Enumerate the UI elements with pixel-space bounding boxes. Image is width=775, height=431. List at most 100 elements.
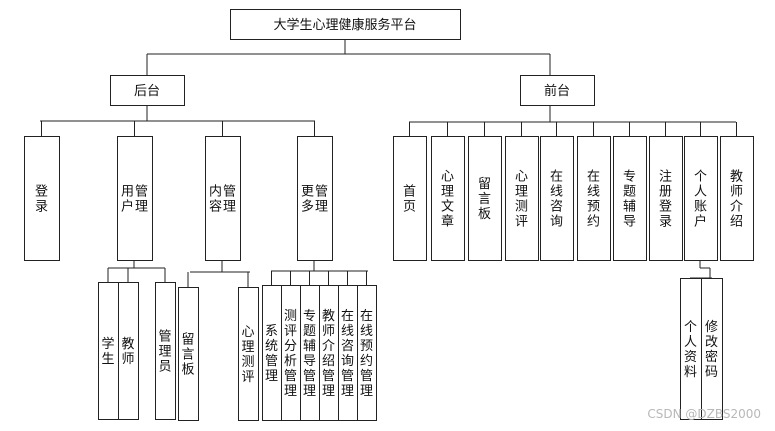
- label-char: 管: [315, 185, 328, 200]
- label-char: 介: [730, 200, 743, 215]
- more-mgmt-child-5: [357, 285, 377, 421]
- backend-node-3: [297, 136, 333, 261]
- backend-label-0: 登录: [35, 185, 48, 215]
- label-char: 容: [209, 199, 222, 215]
- label-char: 理: [135, 200, 148, 215]
- label-char: 账: [694, 200, 707, 215]
- frontend-node-5: [577, 136, 611, 261]
- label-char: 专: [623, 170, 636, 185]
- label-char: 统: [265, 339, 278, 354]
- label-char: 料: [684, 365, 697, 380]
- label-char: 户: [694, 214, 707, 230]
- label-char: 管: [223, 185, 236, 200]
- label-char: 师: [730, 185, 743, 200]
- label-char: 理: [515, 185, 528, 200]
- label-char: 注: [659, 170, 672, 185]
- label-char: 密: [705, 349, 718, 365]
- label-char: 留: [478, 177, 491, 192]
- label-char: 在: [550, 170, 563, 185]
- label-char: 绍: [730, 215, 743, 230]
- label-char: 师: [121, 352, 134, 367]
- label-char: 板: [181, 363, 194, 378]
- label-char: 登: [659, 200, 672, 215]
- label-char: 理: [223, 200, 236, 215]
- label-char: 测: [241, 355, 254, 370]
- frontend-node-0: [393, 136, 427, 261]
- label-char: 线: [360, 324, 373, 339]
- label-char: 预: [360, 339, 373, 354]
- frontend-node-7: [649, 136, 683, 261]
- label-char: 管: [284, 369, 297, 384]
- label-char: 教: [730, 169, 743, 185]
- label-char: 户: [121, 199, 134, 215]
- label-char: 绍: [322, 354, 335, 369]
- label-char: 学: [101, 336, 114, 352]
- label-char: 章: [441, 214, 454, 230]
- label-char: 在: [360, 309, 373, 324]
- label-char: 登: [35, 185, 48, 200]
- label-char: 管: [360, 369, 373, 384]
- content-mgmt-child-1: [238, 287, 259, 421]
- label-char: 教: [322, 308, 335, 324]
- label-char: 辅: [623, 200, 636, 215]
- label-char: 码: [705, 365, 718, 380]
- label-char: 专: [303, 309, 316, 324]
- label-char: 线: [341, 324, 354, 339]
- branch-label-0: 后台: [134, 84, 160, 99]
- frontend-label-0: 首页: [403, 185, 416, 215]
- branch-label-1: 前台: [544, 83, 570, 99]
- label-char: 线: [550, 185, 563, 200]
- label-char: 约: [360, 354, 373, 369]
- frontend-node-4: [540, 136, 574, 261]
- label-char: 介: [322, 339, 335, 354]
- label-char: 理: [241, 340, 254, 355]
- label-char: 测: [515, 200, 528, 215]
- label-char: 导: [623, 215, 636, 230]
- label-char: 用: [121, 185, 134, 200]
- label-char: 心: [441, 170, 454, 185]
- account-child-1: [701, 278, 723, 420]
- label-char: 心: [515, 170, 528, 185]
- label-char: 师: [322, 324, 335, 339]
- label-char: 预: [587, 200, 600, 215]
- label-char: 在: [587, 170, 600, 185]
- label-char: 管: [158, 330, 171, 345]
- backend-node-0: [24, 136, 60, 261]
- label-char: 录: [659, 215, 672, 230]
- root-label: 大学生心理健康服务平台: [273, 17, 416, 33]
- user-mgmt-child-2: [155, 282, 176, 420]
- label-char: 文: [441, 200, 454, 215]
- frontend-node-9: [720, 136, 754, 261]
- watermark: CSDN @DZBS2000: [647, 407, 761, 421]
- frontend-label-2: 留言板: [478, 177, 491, 222]
- label-char: 理: [158, 345, 171, 360]
- label-char: 册: [659, 185, 672, 200]
- label-char: 录: [35, 200, 48, 215]
- label-char: 询: [341, 354, 354, 369]
- label-char: 资: [684, 350, 697, 365]
- label-char: 个: [684, 320, 697, 335]
- label-char: 询: [550, 215, 563, 230]
- label-char: 首: [403, 185, 416, 200]
- frontend-node-1: [431, 136, 465, 261]
- root-node: [230, 9, 461, 40]
- label-char: 析: [284, 354, 297, 369]
- label-char: 页: [403, 200, 416, 215]
- label-char: 管: [135, 185, 148, 200]
- label-char: 题: [303, 324, 316, 339]
- label-char: 评: [241, 370, 254, 385]
- label-char: 心: [241, 325, 254, 340]
- label-char: 管: [341, 369, 354, 384]
